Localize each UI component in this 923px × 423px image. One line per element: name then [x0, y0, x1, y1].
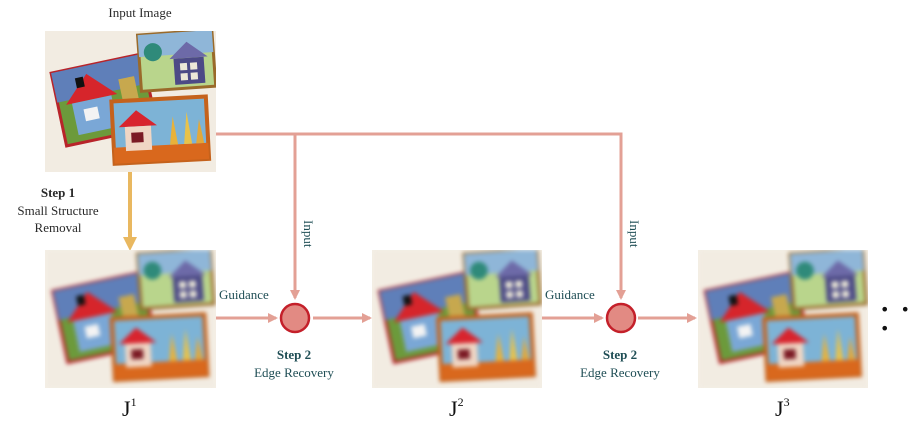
step2-title-1: Step 2	[276, 347, 312, 362]
edge-recovery-node-2	[605, 302, 637, 334]
output-label-j2-base: J	[449, 396, 458, 421]
input-image	[45, 31, 216, 172]
guidance-label-2: Guidance	[545, 287, 595, 302]
output-image-j2	[372, 250, 542, 388]
output-label-j3: J3	[775, 395, 790, 422]
input-line	[216, 132, 626, 300]
output-label-j1-sup: 1	[130, 395, 137, 409]
output-label-j2-sup: 2	[457, 395, 464, 409]
input-image-label: Input Image	[108, 5, 172, 20]
output-label-j1: J1	[122, 395, 137, 422]
step1-line1: Small Structure	[17, 203, 99, 218]
input-label-2: Input	[627, 220, 642, 248]
edge-recovery-node-1	[279, 302, 311, 334]
step1-title: Step 1	[40, 185, 76, 200]
step2-subtitle-1: Edge Recovery	[254, 365, 334, 380]
step2-subtitle-2: Edge Recovery	[580, 365, 660, 380]
output-image-j3	[698, 250, 868, 388]
step1-line2: Removal	[34, 220, 82, 235]
output-label-j1-base: J	[122, 396, 131, 421]
guidance-label-1: Guidance	[219, 287, 269, 302]
output-label-j3-base: J	[775, 396, 784, 421]
input-label-1: Input	[301, 220, 316, 248]
step2-title-2: Step 2	[602, 347, 638, 362]
output-label-j3-sup: 3	[783, 395, 790, 409]
output-image-j1	[45, 250, 216, 388]
continuation-ellipsis: • • •	[880, 300, 913, 338]
output-label-j2: J2	[449, 395, 464, 422]
